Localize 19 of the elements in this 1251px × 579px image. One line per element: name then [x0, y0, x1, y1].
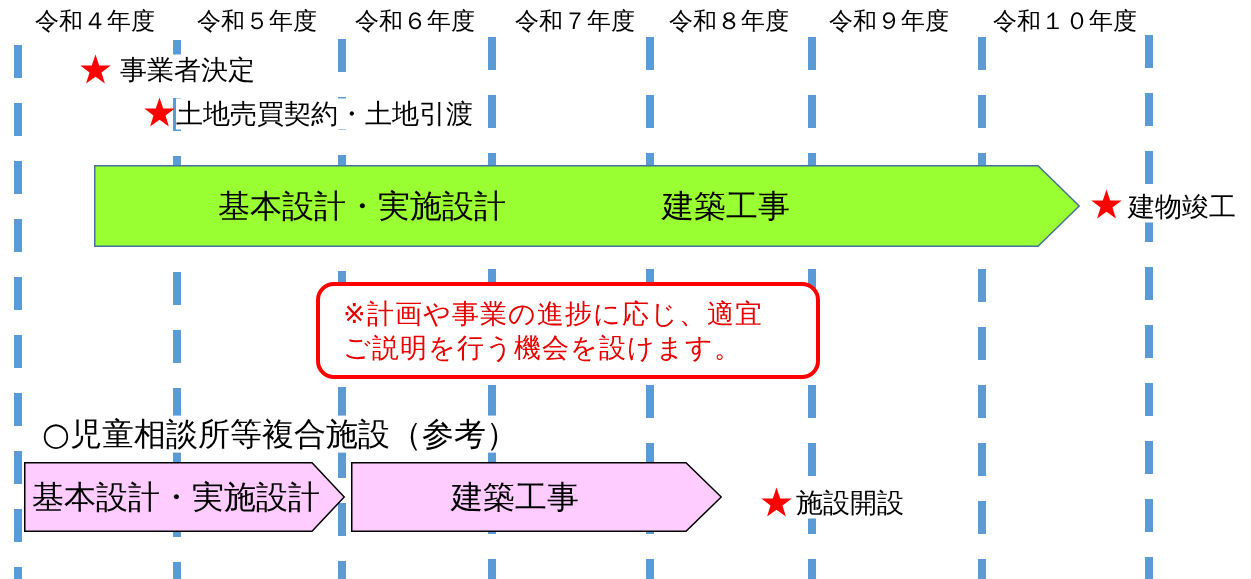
phase-label: 建築工事 — [662, 187, 790, 225]
milestone-label: 土地売買契約・土地引渡 — [176, 98, 473, 130]
milestone-label: 事業者決定 — [120, 54, 255, 86]
year-label: 令和９年度 — [829, 8, 949, 36]
phase-arrow — [351, 462, 722, 532]
note-box — [316, 282, 820, 379]
year-label: 令和８年度 — [669, 8, 789, 36]
year-label: 令和７年度 — [515, 8, 635, 36]
year-label: 令和４年度 — [35, 8, 155, 36]
phase-label: 建築工事 — [451, 478, 579, 516]
year-label: 令和６年度 — [355, 8, 475, 36]
milestone-label: 施設開設 — [796, 487, 904, 519]
phase-label: 基本設計・実施設計 — [32, 478, 320, 516]
year-label: 令和１０年度 — [993, 8, 1137, 36]
milestone-label: 建物竣工 — [1128, 191, 1236, 223]
year-label: 令和５年度 — [197, 8, 317, 36]
phase-label: 基本設計・実施設計 — [218, 187, 506, 225]
note-text: ※計画や事業の進捗に応じ、適宜ご説明を行う機会を設けます。 — [343, 296, 764, 365]
phase-arrow — [24, 462, 345, 532]
